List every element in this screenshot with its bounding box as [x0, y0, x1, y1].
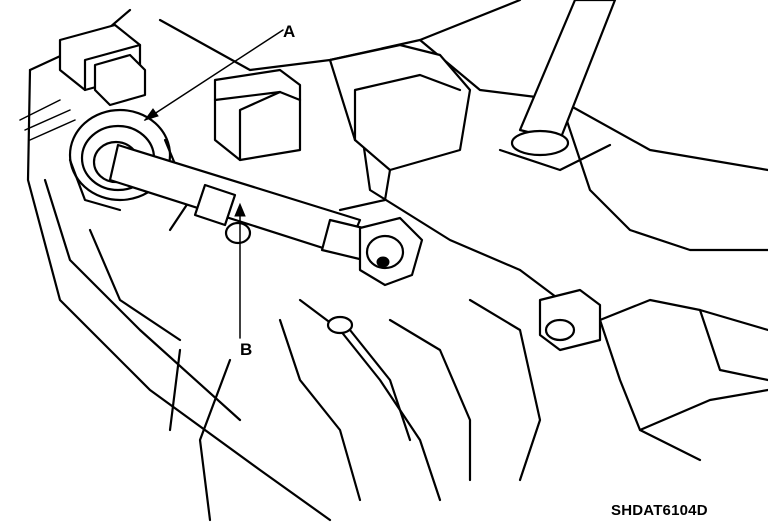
shift-lever: [498, 0, 617, 172]
mount-block: [326, 288, 602, 352]
bracket-assembly: [213, 43, 472, 212]
callout-leaders: [143, 29, 284, 339]
callout-label-a: A: [283, 22, 296, 41]
figure-code: SHDAT6104D: [611, 502, 708, 519]
callout-label-b: B: [240, 340, 253, 359]
shift-cable: [108, 143, 382, 264]
cable-end-eye: [358, 216, 424, 287]
wiring-connector: [19, 23, 147, 141]
